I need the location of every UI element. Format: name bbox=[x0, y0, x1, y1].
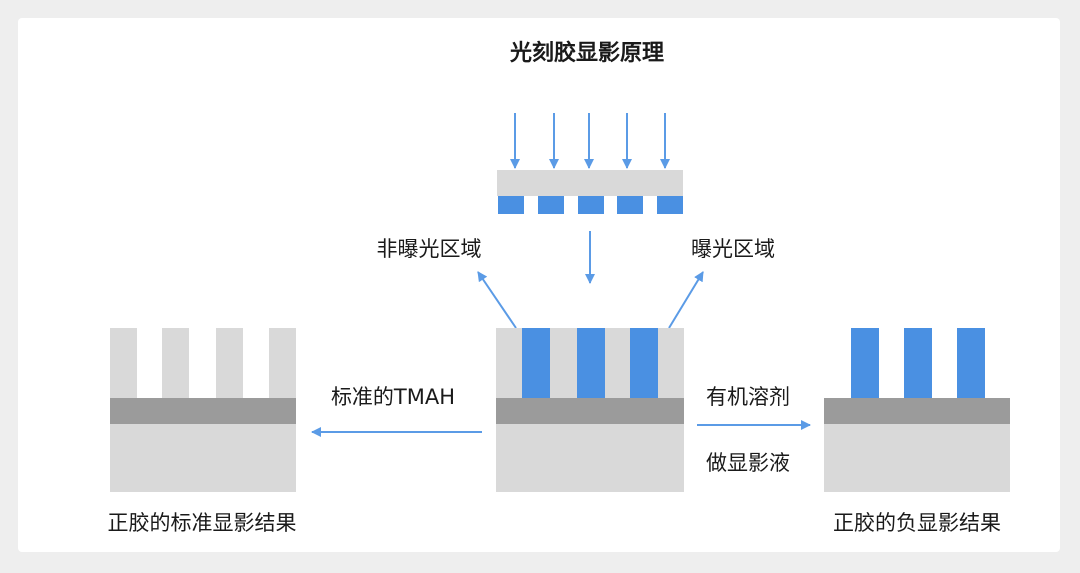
exposed-region-block bbox=[578, 196, 604, 214]
exposed-column bbox=[577, 328, 605, 398]
developer-label: 做显影液 bbox=[706, 451, 790, 475]
exposed-column bbox=[904, 328, 932, 398]
positive-negative-result-label: 正胶的负显影结果 bbox=[833, 511, 1001, 535]
underlayer bbox=[110, 398, 296, 424]
organic-solvent-label: 有机溶剂 bbox=[706, 385, 790, 409]
resist-column bbox=[216, 328, 243, 398]
standard-tmah-label: 标准的TMAH bbox=[331, 385, 455, 409]
resist-column bbox=[269, 328, 296, 398]
exposure-light-arrows bbox=[510, 113, 670, 169]
exposed-region-block bbox=[657, 196, 683, 214]
exposed-region-block bbox=[538, 196, 564, 214]
positive-negative-result-stack bbox=[824, 328, 1010, 492]
exposed-column bbox=[851, 328, 879, 398]
unexposed-pointer-arrow bbox=[477, 271, 517, 329]
exposed-column bbox=[957, 328, 985, 398]
exposed-resist-layer bbox=[497, 170, 683, 214]
underlayer bbox=[496, 398, 684, 424]
center-exposed-stack bbox=[496, 328, 684, 492]
resist-column bbox=[162, 328, 189, 398]
unexposed-region-label: 非曝光区域 bbox=[377, 237, 482, 261]
exposed-column bbox=[630, 328, 658, 398]
substrate bbox=[496, 424, 684, 492]
exposed-region-block bbox=[498, 196, 524, 214]
exposed-pointer-arrow bbox=[668, 271, 704, 329]
substrate bbox=[824, 424, 1010, 492]
diagram-title: 光刻胶显影原理 bbox=[509, 40, 664, 66]
resist-film bbox=[497, 170, 683, 196]
positive-standard-result-label: 正胶的标准显影结果 bbox=[108, 511, 297, 535]
exposed-region-block bbox=[617, 196, 643, 214]
exposed-region-label: 曝光区域 bbox=[691, 237, 775, 261]
resist-column bbox=[110, 328, 137, 398]
positive-standard-result-stack bbox=[110, 328, 296, 492]
exposed-column bbox=[522, 328, 550, 398]
substrate bbox=[110, 424, 296, 492]
underlayer bbox=[824, 398, 1010, 424]
